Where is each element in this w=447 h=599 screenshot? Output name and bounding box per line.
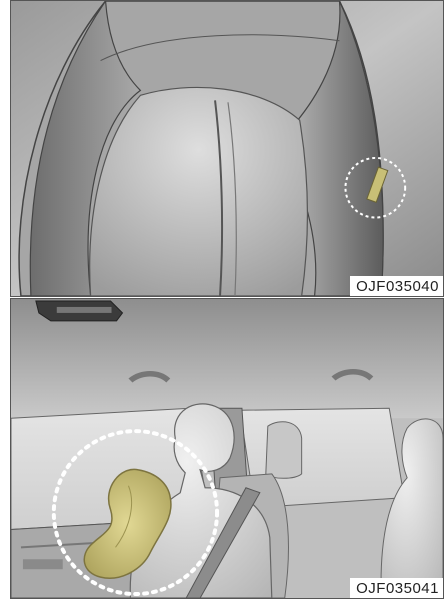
- figure-code: OJF035041: [350, 578, 443, 598]
- seat-airbag-figure: OJF035040: [10, 0, 444, 297]
- airbag-deployment-figure: OJF035041: [10, 298, 444, 599]
- figure-code: OJF035040: [350, 276, 443, 296]
- seat-illustration: [11, 1, 443, 296]
- interior-illustration: [11, 299, 443, 598]
